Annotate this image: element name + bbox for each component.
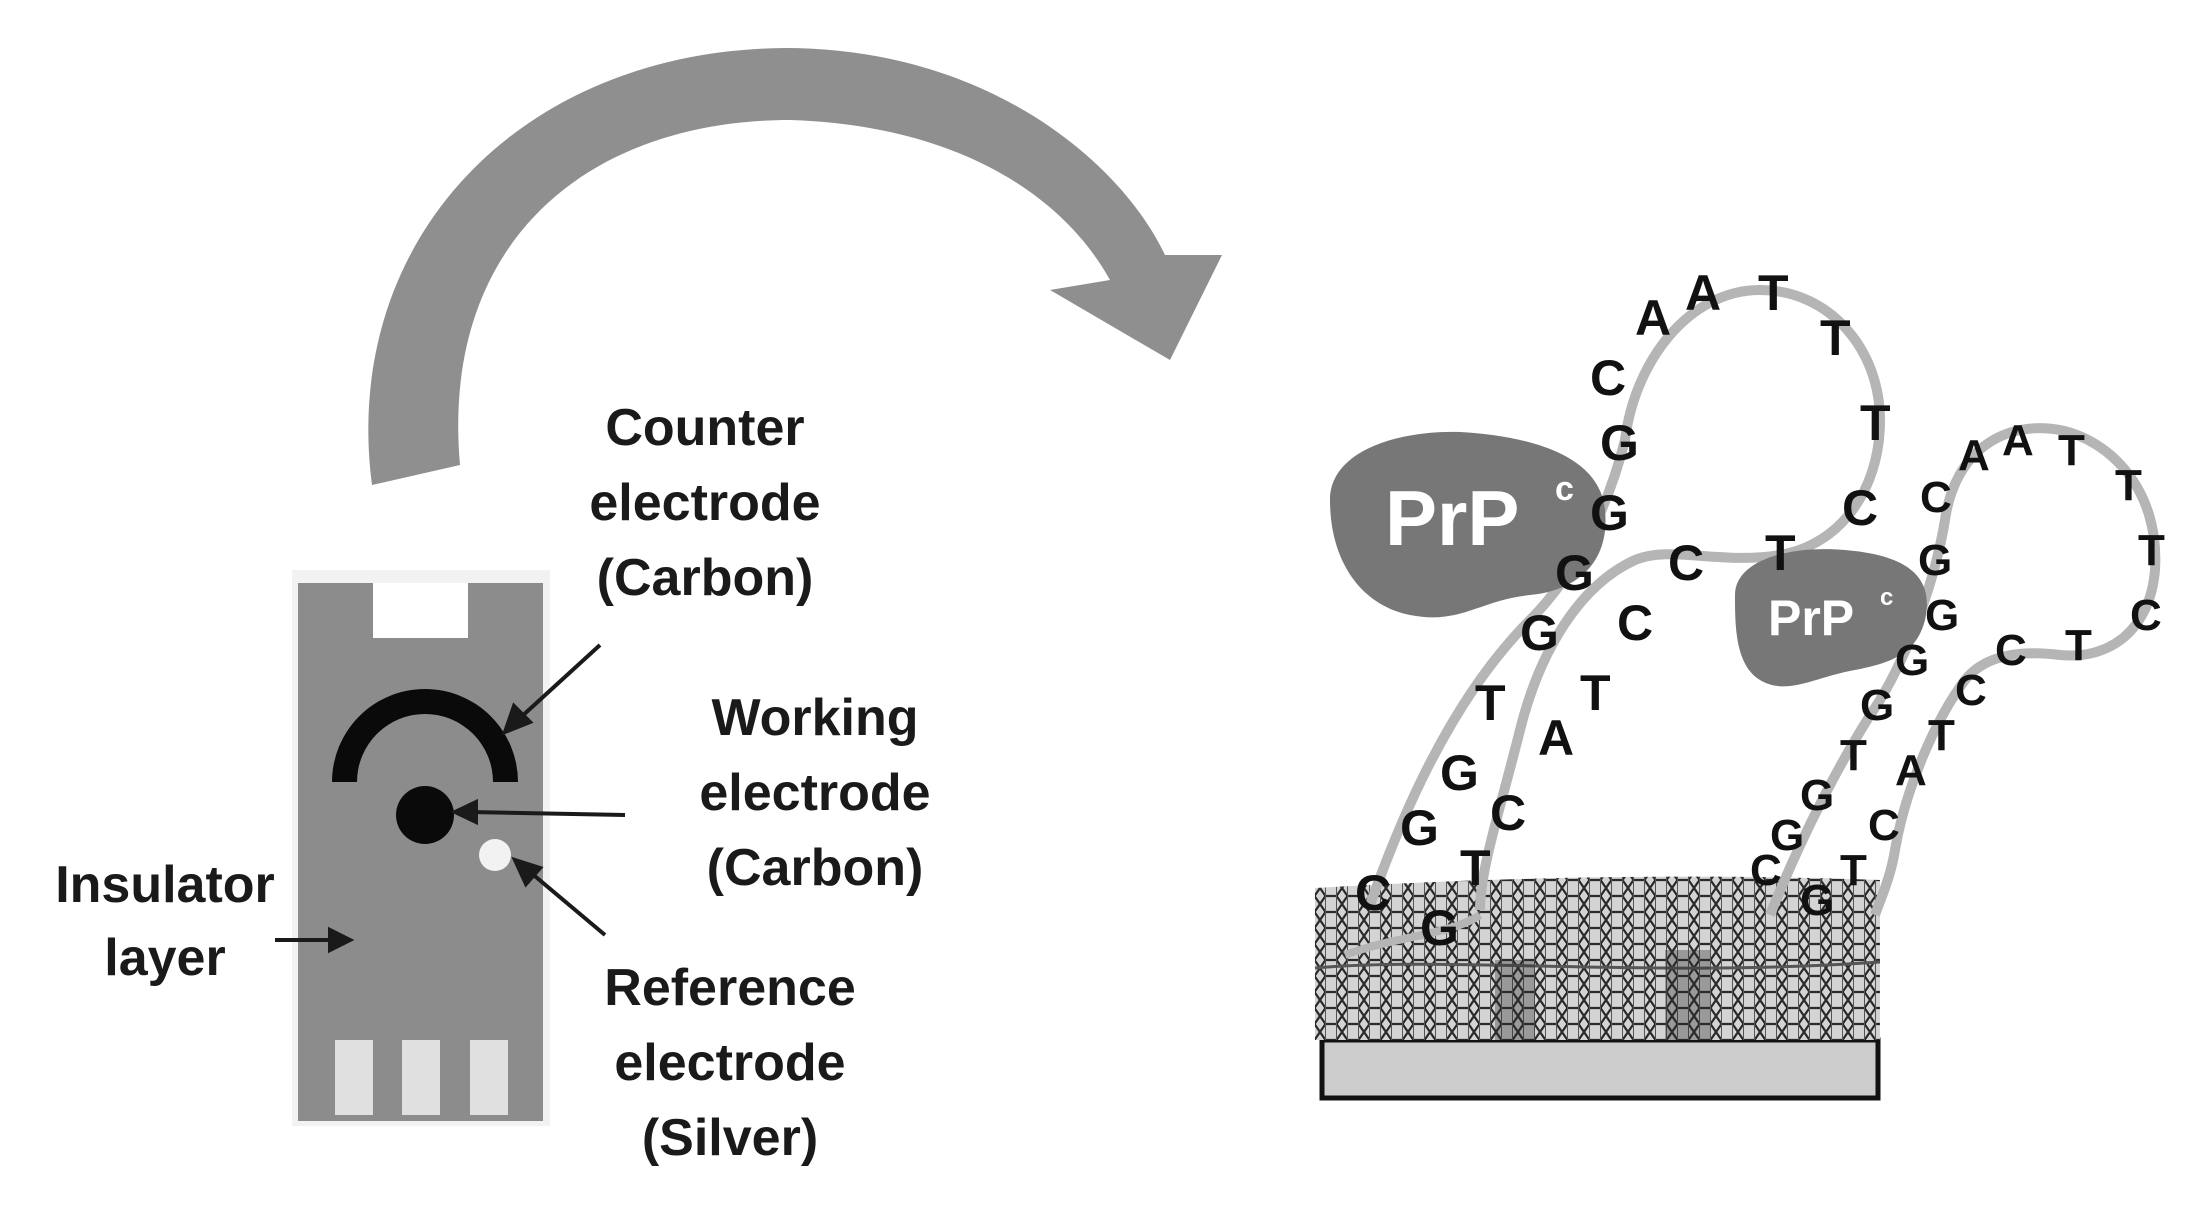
reference-pointer-head xyxy=(511,856,544,888)
graphene-layer-upper xyxy=(1315,876,1880,970)
protein-label-2: PrP xyxy=(1768,590,1854,646)
apt1-base: C xyxy=(1590,350,1626,406)
apt1-base: T xyxy=(1580,665,1611,721)
mesh-shade-2 xyxy=(1665,950,1710,1040)
apt2-base: G xyxy=(1925,591,1959,640)
apt1-base: T xyxy=(1765,525,1796,581)
insulator-label-line2: layer xyxy=(104,929,225,987)
apt1-base: T xyxy=(1475,675,1506,731)
screen-printed-electrode xyxy=(292,570,550,1126)
apt2-base: C xyxy=(1868,801,1900,850)
apt2-base: A xyxy=(1958,431,1990,480)
counter-pointer-head xyxy=(501,702,534,736)
counter-label-line2: electrode xyxy=(589,474,820,532)
top-notch xyxy=(373,583,468,638)
aptamer-strand-1 xyxy=(1365,284,1886,911)
apt2-base: C xyxy=(2130,591,2162,640)
apt1-base: A xyxy=(1538,710,1574,766)
apt2-base: T xyxy=(2115,461,2142,510)
apt1-base: T xyxy=(1820,310,1851,366)
apt2-base: T xyxy=(2058,426,2085,475)
apt1-base: G xyxy=(1520,605,1559,661)
apt2-base: T xyxy=(2065,621,2092,670)
apt2-base: T xyxy=(1840,846,1867,895)
protein-blob-2 xyxy=(1735,549,1927,687)
graphene-layer-lower xyxy=(1315,960,1880,1040)
aptamer-strand-2 xyxy=(1765,423,2161,917)
protein-blob-1 xyxy=(1330,431,1606,618)
counter-label-line1: Counter xyxy=(605,399,804,457)
apt1-base: T xyxy=(1860,395,1891,451)
apt1-base: G xyxy=(1400,800,1439,856)
aptamer-1-bases: C G G T G G G G C A A T T T C T C C T A … xyxy=(1355,265,1891,956)
protein-superscript-1: c xyxy=(1555,470,1574,508)
apt2-base: T xyxy=(2138,526,2165,575)
layer-seam xyxy=(1314,960,1881,970)
counter-label-line3: (Carbon) xyxy=(597,549,814,607)
apt2-base: T xyxy=(1840,731,1867,780)
apt2-base: C xyxy=(1995,626,2027,675)
sensor-surface xyxy=(1314,876,1881,1101)
working-pointer-line xyxy=(469,810,626,817)
apt2-base: T xyxy=(1928,711,1955,760)
apt2-base: G xyxy=(1860,681,1894,730)
mesh-shade-1 xyxy=(1495,960,1535,1040)
apt1-base: A xyxy=(1685,265,1721,321)
reference-label-line3: (Silver) xyxy=(642,1109,818,1167)
working-label-line1: Working xyxy=(711,689,918,747)
working-label-line2: electrode xyxy=(699,764,930,822)
apt2-base: A xyxy=(1895,746,1927,795)
contact-pad-1 xyxy=(335,1040,373,1115)
apt1-base: C xyxy=(1668,535,1704,591)
apt2-base: G xyxy=(1895,636,1929,685)
apt2-base: G xyxy=(1770,811,1804,860)
contact-pad-3 xyxy=(470,1040,508,1115)
apt1-base: G xyxy=(1420,900,1459,956)
contact-pad-2 xyxy=(402,1040,440,1115)
apt2-base: G xyxy=(1918,536,1952,585)
apt1-base: T xyxy=(1460,840,1491,896)
insulator-label-line1: Insulator xyxy=(55,856,275,914)
reference-pointer-line xyxy=(528,870,607,937)
apt1-base: C xyxy=(1617,595,1653,651)
apt2-base: G xyxy=(1800,771,1834,820)
apt2-base: C xyxy=(1955,666,1987,715)
apt2-base: C xyxy=(1920,473,1952,522)
protein-label-1: PrP xyxy=(1385,474,1519,562)
apt1-base: C xyxy=(1355,865,1391,921)
apt1-base: C xyxy=(1842,480,1878,536)
apt1-base: C xyxy=(1490,785,1526,841)
reference-label-line2: electrode xyxy=(614,1034,845,1092)
substrate xyxy=(1319,1037,1881,1101)
anchor-curve xyxy=(1343,911,1483,959)
apt1-base: A xyxy=(1635,290,1671,346)
apt1-base: G xyxy=(1555,545,1594,601)
apt2-base: C xyxy=(1750,846,1782,895)
reference-electrode-disc xyxy=(479,839,511,871)
insulator-pointer-head xyxy=(328,926,355,954)
apt1-base: G xyxy=(1440,745,1479,801)
apt2-base: A xyxy=(2002,416,2034,465)
aptamer-2-bases: C G G T G G G G C A A T T T C T C C T A … xyxy=(1750,416,2165,925)
apt2-base: G xyxy=(1800,876,1834,925)
working-pointer-head xyxy=(450,798,478,826)
apt1-base: G xyxy=(1600,415,1639,471)
working-label-line3: (Carbon) xyxy=(707,839,924,897)
curved-arrow xyxy=(368,48,1223,485)
protein-superscript-2: c xyxy=(1880,584,1893,611)
reference-label-line1: Reference xyxy=(604,959,855,1017)
counter-pointer-line xyxy=(518,643,602,720)
counter-electrode-arc xyxy=(332,689,518,782)
working-electrode-disc xyxy=(396,786,454,844)
apt1-base: G xyxy=(1590,485,1629,541)
apt1-base: T xyxy=(1758,265,1789,321)
